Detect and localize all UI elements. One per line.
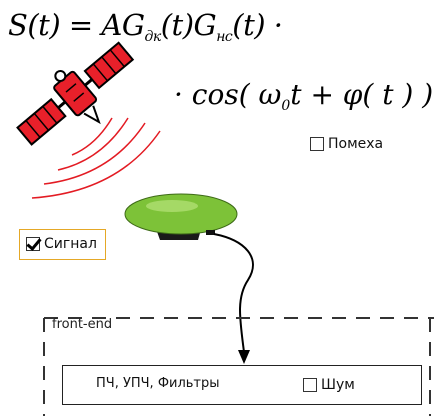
cable-arrow <box>238 350 250 364</box>
signal-waves <box>31 117 161 199</box>
frontend-processing-box <box>62 365 422 405</box>
signal-wave-3 <box>43 122 146 185</box>
noise-toggle[interactable]: Шум <box>303 377 355 393</box>
frontend-box-label: ПЧ, УПЧ, Фильтры <box>96 376 220 391</box>
interference-toggle[interactable]: Помеха <box>310 136 383 152</box>
noise-checkbox[interactable] <box>303 378 317 392</box>
formula-line-2: · cos( ω0t + φ( t ) ) <box>174 78 434 114</box>
signal-wave-2 <box>57 117 129 171</box>
antenna-dome <box>124 193 238 235</box>
signal-toggle[interactable]: Сигнал <box>19 229 106 260</box>
frontend-boundary <box>43 317 434 416</box>
signal-wave-4 <box>31 130 161 199</box>
interference-checkbox[interactable] <box>310 137 324 151</box>
frontend-label: front-end <box>52 317 113 332</box>
signal-wave-1 <box>71 117 113 156</box>
interference-label: Помеха <box>328 136 384 152</box>
signal-label: Сигнал <box>44 236 97 252</box>
signal-checkbox[interactable] <box>26 237 40 251</box>
formula-line-1: S(t) = AGдк(t)Gнс(t) · <box>8 8 283 45</box>
antenna-icon <box>124 193 238 240</box>
noise-label: Шум <box>321 377 355 393</box>
satellite-icon <box>16 41 135 146</box>
antenna-cable <box>213 233 254 353</box>
